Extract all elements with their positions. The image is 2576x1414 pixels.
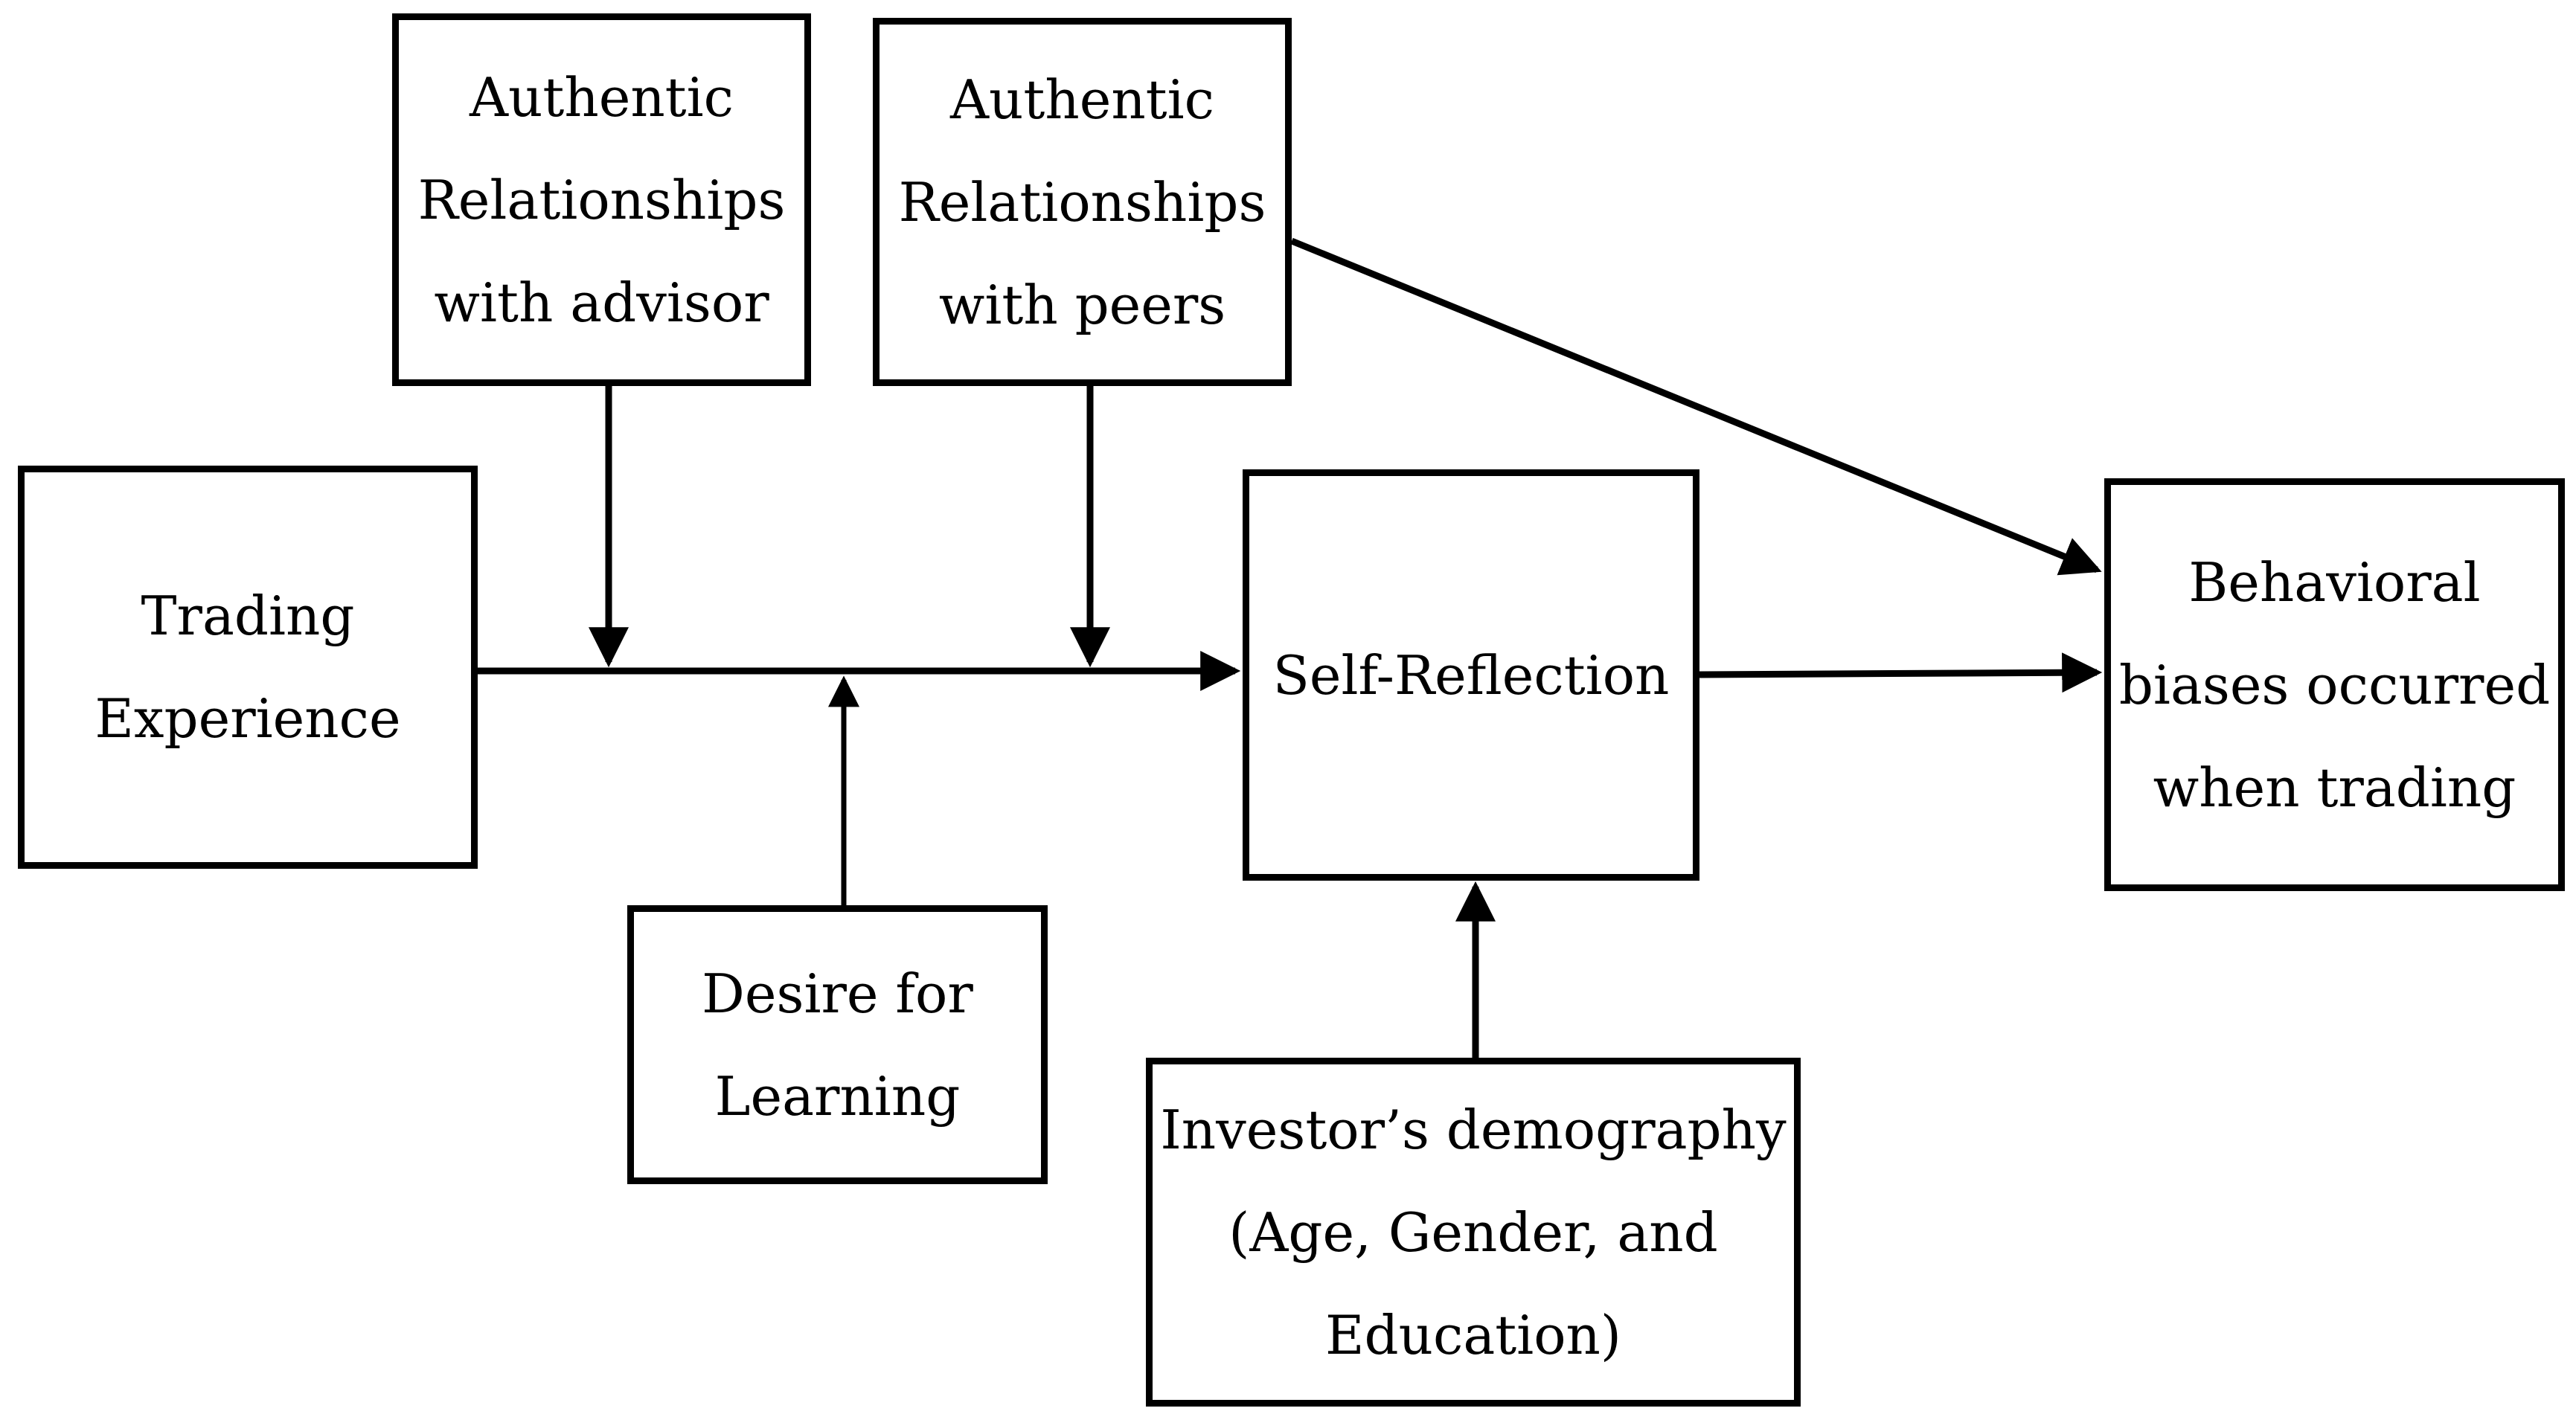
node-label: Self-Reflection xyxy=(1273,624,1670,727)
node-label-line: Authentic xyxy=(470,65,734,129)
node-label-line: Experience xyxy=(94,687,401,750)
node-label-line: Desire for xyxy=(702,962,973,1025)
node-label-line: Learning xyxy=(714,1064,961,1128)
node-label-line: with advisor xyxy=(434,271,769,334)
node-label-line: Relationships xyxy=(417,168,786,231)
node-label-line: Relationships xyxy=(898,170,1266,234)
node-investor-demography: Investor’s demography (Age, Gender, and … xyxy=(1146,1058,1801,1407)
node-self-reflection: Self-Reflection xyxy=(1243,469,1699,881)
node-label-line: when trading xyxy=(2153,756,2516,819)
edge-self-reflection-to-behavioral-biases xyxy=(1699,652,2103,693)
node-label-line: Behavioral xyxy=(2188,550,2481,614)
node-trading-experience: Trading Experience xyxy=(18,466,478,869)
edge-peers-to-behavioral-biases xyxy=(1290,237,2102,576)
node-label-line: Authentic xyxy=(950,68,1214,131)
node-label: Trading Experience xyxy=(94,565,400,770)
node-label-line: (Age, Gender, and xyxy=(1228,1201,1718,1264)
node-label: Desire for Learning xyxy=(702,942,973,1148)
node-behavioral-biases: Behavioral biases occurred when trading xyxy=(2104,478,2565,891)
node-label: Investor’s demography (Age, Gender, and … xyxy=(1160,1079,1786,1386)
node-label-line: Investor’s demography xyxy=(1160,1098,1787,1161)
node-label-line: with peers xyxy=(938,273,1226,336)
node-label-line: Education) xyxy=(1324,1303,1622,1366)
node-label-line: biases occurred xyxy=(2118,653,2551,716)
node-label-line: Self-Reflection xyxy=(1272,643,1670,707)
node-relationships-peers: Authentic Relationships with peers xyxy=(873,18,1292,386)
node-label: Authentic Relationships with advisor xyxy=(418,46,786,354)
node-label: Authentic Relationships with peers xyxy=(899,48,1266,356)
node-desire-for-learning: Desire for Learning xyxy=(627,905,1048,1184)
node-label: Behavioral biases occurred when trading xyxy=(2119,531,2550,839)
node-label-line: Trading xyxy=(141,585,355,647)
node-relationships-advisor: Authentic Relationships with advisor xyxy=(392,13,811,386)
